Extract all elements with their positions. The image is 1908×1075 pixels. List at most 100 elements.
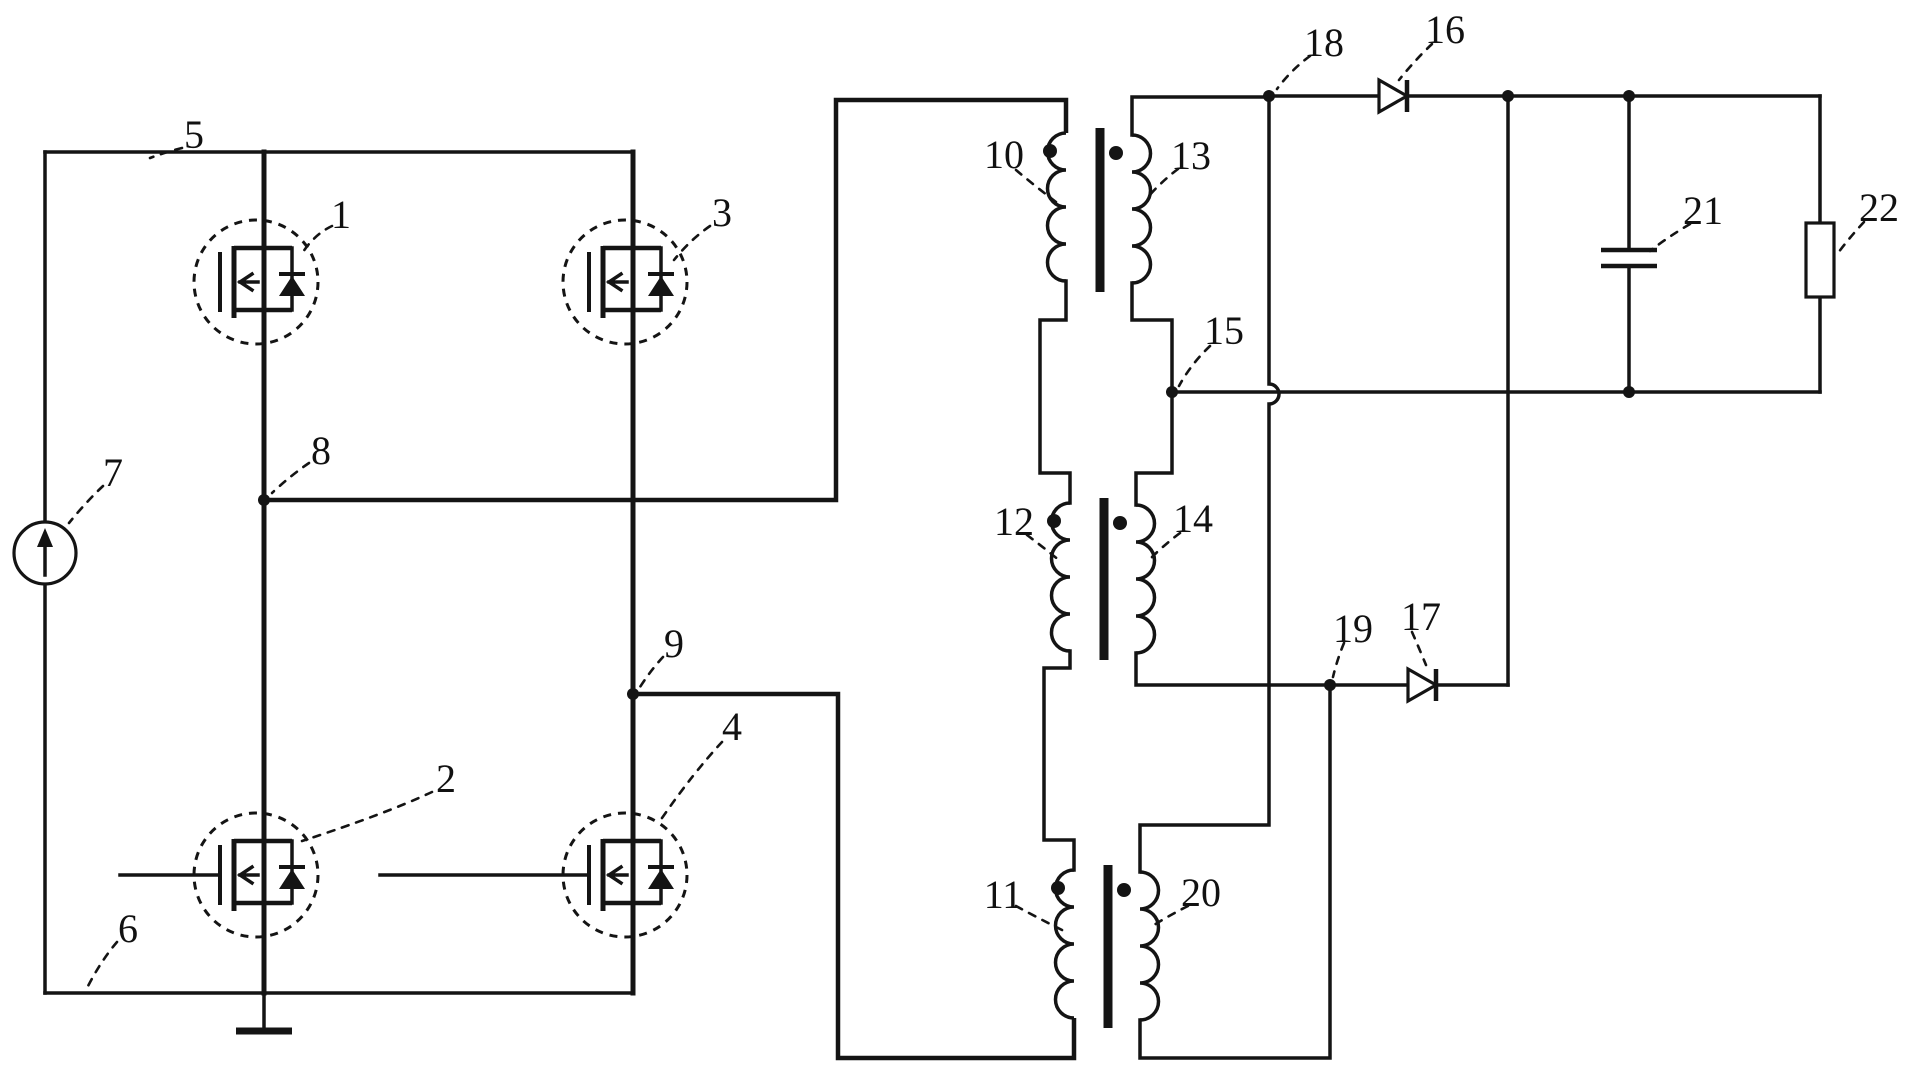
mosfet-4-envelope (561, 811, 689, 939)
mosfet-3-body-diode (648, 276, 674, 296)
ref-label-6: 6 (118, 906, 138, 951)
transformer-1 (1043, 128, 1153, 292)
node-18-dot (1263, 90, 1275, 102)
node9-to-primary11-wire (633, 691, 1077, 1061)
node19-to-winding20-bottom (1138, 683, 1332, 1060)
leader-15 (1177, 344, 1212, 388)
mosfet-4-arrow (605, 864, 629, 886)
winding-14-phase-dot (1113, 516, 1127, 530)
leader-2 (300, 790, 434, 843)
leader-10 (1014, 168, 1058, 204)
winding-12-phase-dot (1047, 514, 1061, 528)
capacitor-top-dot (1623, 90, 1635, 102)
diode-17-triangle (1406, 666, 1440, 704)
diode-junction-dot (1502, 90, 1514, 102)
ref-label-20: 20 (1181, 870, 1221, 915)
leader-11 (1014, 904, 1066, 933)
ref-label-10: 10 (984, 132, 1024, 177)
ref-label-18: 18 (1304, 20, 1344, 65)
mosfet-1-envelope (192, 218, 320, 346)
node8-to-primary10-wire (264, 97, 1069, 503)
leader-12 (1025, 533, 1062, 563)
reference-labels: 1 2 3 4 5 6 7 8 9 10 11 12 13 14 15 16 1 (67, 7, 1899, 992)
capacitor-bottom-dot (1623, 386, 1635, 398)
ref-label-8: 8 (311, 428, 331, 473)
dc-source-arrow-head (37, 528, 53, 547)
ref-label-1: 1 (331, 192, 351, 237)
node-15-dot (1166, 386, 1178, 398)
mosfet-3-envelope (561, 218, 689, 346)
ref-label-14: 14 (1173, 496, 1213, 541)
ground-symbol (236, 991, 292, 1035)
ref-label-3: 3 (712, 190, 732, 235)
ref-label-4: 4 (722, 704, 742, 749)
diode-16-symbol (1377, 77, 1411, 115)
ref-label-22: 22 (1859, 185, 1899, 230)
ref-label-15: 15 (1204, 308, 1244, 353)
dc-bus-wires (43, 150, 635, 995)
mosfet-1-leads (234, 245, 292, 313)
dc-source (12, 520, 78, 586)
node-8-dot (258, 494, 270, 506)
leader-18 (1275, 54, 1312, 91)
primary12-to-primary11-wire (1042, 649, 1076, 872)
leader-20 (1152, 904, 1190, 927)
primary-wiring (264, 97, 1077, 1061)
leader-1 (301, 224, 334, 254)
resistor-body (1804, 221, 1836, 299)
mosfet-4-body-diode (648, 869, 674, 889)
leader-13 (1146, 167, 1180, 199)
node18-to-winding20-top (1138, 94, 1281, 874)
mosfet-3-symbol (561, 218, 689, 346)
ref-label-2: 2 (436, 756, 456, 801)
secondary14-bottom-to-node19 (1134, 651, 1332, 687)
diode-16-triangle (1377, 77, 1411, 115)
ref-label-21: 21 (1683, 188, 1723, 233)
mosfet-4-symbol (378, 811, 689, 939)
ref-label-7: 7 (103, 450, 123, 495)
winding-10-coil (1045, 131, 1067, 283)
leader-8 (270, 461, 311, 495)
mosfet-2-arrow (236, 864, 260, 886)
ref-label-11: 11 (984, 872, 1023, 917)
leader-3 (672, 224, 712, 262)
mosfet-4-leads (603, 838, 661, 906)
leader-7 (67, 484, 105, 525)
transformer-2 (1047, 498, 1157, 660)
winding-11-coil (1053, 868, 1075, 1020)
leader-17 (1410, 630, 1428, 667)
leader-22 (1836, 220, 1866, 255)
winding-20-coil (1139, 870, 1161, 1022)
leader-14 (1148, 531, 1182, 561)
ref-label-5: 5 (184, 112, 204, 157)
secondary14-top-to-node15 (1134, 390, 1174, 507)
leader-4 (660, 740, 724, 820)
mosfet-3-leads (603, 245, 661, 313)
mosfet-2-leads (234, 838, 292, 906)
ref-label-12: 12 (994, 499, 1034, 544)
leader-5 (148, 146, 184, 160)
winding-11-phase-dot (1051, 881, 1065, 895)
diode-17-symbol (1406, 666, 1440, 704)
ref-label-16: 16 (1425, 7, 1465, 52)
capacitor-21-symbol (1601, 94, 1657, 394)
leader-6 (84, 940, 119, 992)
mosfet-3-arrow (605, 271, 629, 293)
secondary13-bottom-to-node15 (1130, 281, 1174, 394)
winding-12-coil (1049, 501, 1071, 653)
secondary-wiring (1130, 94, 1822, 1060)
secondary13-top-wire (1130, 95, 1271, 137)
primary10-to-primary12-wire (1038, 279, 1072, 505)
mosfet-2-symbol (118, 811, 320, 939)
ref-label-17: 17 (1401, 594, 1441, 639)
ref-label-13: 13 (1171, 133, 1211, 178)
resistor-22-symbol (1804, 94, 1836, 394)
leader-16 (1397, 42, 1434, 82)
mosfet-1-body-diode (279, 276, 305, 296)
ref-label-19: 19 (1333, 606, 1373, 651)
winding-10-phase-dot (1043, 144, 1057, 158)
transformer-3 (1051, 865, 1161, 1028)
mosfet-1-arrow (236, 271, 260, 293)
